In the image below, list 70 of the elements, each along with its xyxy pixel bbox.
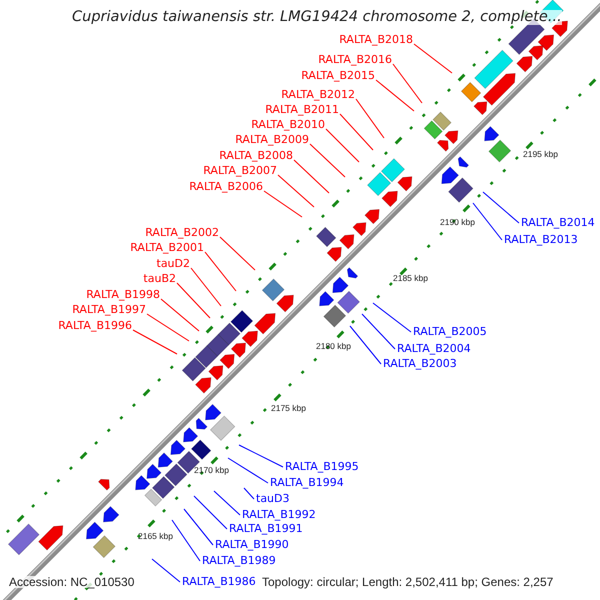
gene-label: RALTA_B2004 xyxy=(397,343,471,354)
scale-label: 2195 kbp xyxy=(523,150,558,158)
leader-line xyxy=(310,144,346,178)
gene-label: RALTA_B2011 xyxy=(265,104,339,115)
footer-text: Topology: circular; Length: 2,502,411 bp; Genes: 2,257 xyxy=(262,576,554,588)
scale-label: 2180 kbp xyxy=(316,342,351,350)
gene-label: RALTA_B2012 xyxy=(281,89,355,100)
leader-line xyxy=(184,508,214,546)
gene-label: RALTA_B1991 xyxy=(229,523,303,534)
leader-line xyxy=(392,64,422,104)
gene-label: RALTA_B2015 xyxy=(301,70,375,81)
gene-label: RALTA_B1996 xyxy=(58,320,132,331)
gene-label: RALTA_B2013 xyxy=(504,234,578,245)
gene-label: RALTA_B1992 xyxy=(242,509,316,520)
leader-line xyxy=(326,128,360,162)
leader-line xyxy=(172,520,200,562)
gene-label: RALTA_B1994 xyxy=(270,477,344,488)
gene-label: RALTA_B2006 xyxy=(189,181,263,192)
gene-label: tauD2 xyxy=(156,258,190,269)
leader-line xyxy=(356,98,384,138)
gene-label: RALTA_B1998 xyxy=(86,289,160,300)
leader-line xyxy=(204,252,236,292)
leader-line xyxy=(190,268,222,306)
leader-line xyxy=(472,202,502,240)
gene-label: RALTA_B2009 xyxy=(235,134,309,145)
leader-line xyxy=(214,490,240,516)
gene-label: RALTA_B2014 xyxy=(521,217,595,228)
gene-label: RALTA_B2016 xyxy=(318,54,392,65)
leader-line xyxy=(244,488,254,500)
leader-line xyxy=(372,302,412,332)
gene-label: RALTA_B1986 xyxy=(182,576,256,587)
scale-label: 2170 kbp xyxy=(194,466,229,474)
leader-line xyxy=(146,314,190,342)
leader-line xyxy=(194,496,228,530)
gene-label: RALTA_B2010 xyxy=(251,119,325,130)
leader-line xyxy=(376,80,414,112)
leader-line xyxy=(264,190,302,218)
gene-label: RALTA_B1990 xyxy=(215,539,289,550)
gene-label: RALTA_B1995 xyxy=(285,461,359,472)
leader-line xyxy=(414,44,452,74)
gene-label: RALTA_B2003 xyxy=(383,358,457,369)
gene-label: tauB2 xyxy=(143,273,176,284)
footer-text: Accession: NC_010530 xyxy=(9,576,134,588)
title: Cupriavidus taiwanensis str. LMG19424 chromosome 2, complete... xyxy=(72,10,562,24)
leader-line xyxy=(350,326,382,364)
gene-label: RALTA_B2001 xyxy=(130,242,204,253)
leader-line xyxy=(152,558,180,582)
scale-label: 2165 kbp xyxy=(138,532,173,540)
gene-label: RALTA_B2008 xyxy=(219,150,293,161)
leader-line xyxy=(176,282,210,318)
leader-line xyxy=(340,114,374,150)
gene-label: RALTA_B1997 xyxy=(72,304,146,315)
leader-line xyxy=(228,458,268,484)
leader-line xyxy=(132,330,178,354)
leader-line xyxy=(238,444,284,468)
scale-label: 2175 kbp xyxy=(271,404,306,412)
leader-line xyxy=(294,160,330,194)
leader-line xyxy=(220,236,256,270)
gene-label: RALTA_B1989 xyxy=(202,555,276,566)
leader-line xyxy=(160,298,200,332)
gene-label: RALTA_B2005 xyxy=(413,326,487,337)
gene-label: RALTA_B2007 xyxy=(203,165,277,176)
gene-label: tauD3 xyxy=(256,493,290,504)
gene-label: RALTA_B2002 xyxy=(145,227,219,238)
leader-line xyxy=(482,192,520,224)
leader-line xyxy=(362,314,396,350)
gene-label: RALTA_B2018 xyxy=(339,34,413,45)
scale-label: 2185 kbp xyxy=(393,274,428,282)
scale-label: 2190 kbp xyxy=(440,218,475,226)
leader-line xyxy=(278,174,314,208)
